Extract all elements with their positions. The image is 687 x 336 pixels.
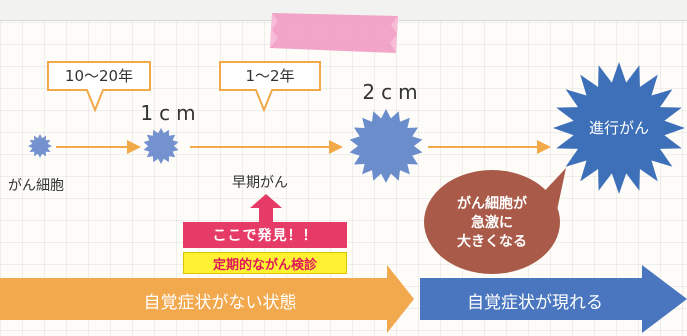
period-label-1: 10～20年 [64, 67, 134, 85]
stage-label-cancer-cell: がん細胞 [8, 178, 64, 194]
stage-label-early: 早期がん [232, 175, 288, 191]
size-label-2cm: 2cm [362, 80, 424, 104]
right-arrow-icon [428, 140, 551, 154]
advanced-cancer-starburst-icon [553, 62, 685, 194]
no-symptoms-bar [0, 265, 414, 333]
two-cm-starburst-icon [349, 109, 423, 183]
bubble-line-3: 大きくなる [457, 234, 527, 250]
period-callout-2 [219, 61, 321, 113]
no-symptoms-label: 自覚症状がない状態 [143, 293, 297, 313]
symptoms-bar [420, 265, 687, 333]
bubble-line-2: 急激に [471, 215, 513, 231]
up-arrow-icon [250, 194, 282, 223]
symptoms-label: 自覚症状が現れる [467, 293, 603, 313]
detection-badge: ここで発見！！ [183, 222, 347, 248]
speech-bubble-icon [424, 168, 566, 274]
right-arrow-icon [190, 140, 343, 154]
bubble-line-1: がん細胞が [457, 196, 527, 212]
bubble-text: がん細胞が 急激に 大きくなる [431, 195, 553, 252]
checkup-badge: 定期的ながん検診 [183, 252, 347, 274]
stage-label-advanced: 進行がん [588, 119, 649, 137]
size-label-1cm: 1cm [140, 101, 202, 125]
one-cm-starburst-icon [143, 128, 179, 164]
cancer-cell-starburst-icon [28, 134, 52, 158]
right-arrow-icon [56, 140, 141, 154]
tape-icon [270, 13, 398, 53]
period-label-2: 1～2年 [245, 67, 295, 85]
period-callout-1 [47, 61, 151, 113]
